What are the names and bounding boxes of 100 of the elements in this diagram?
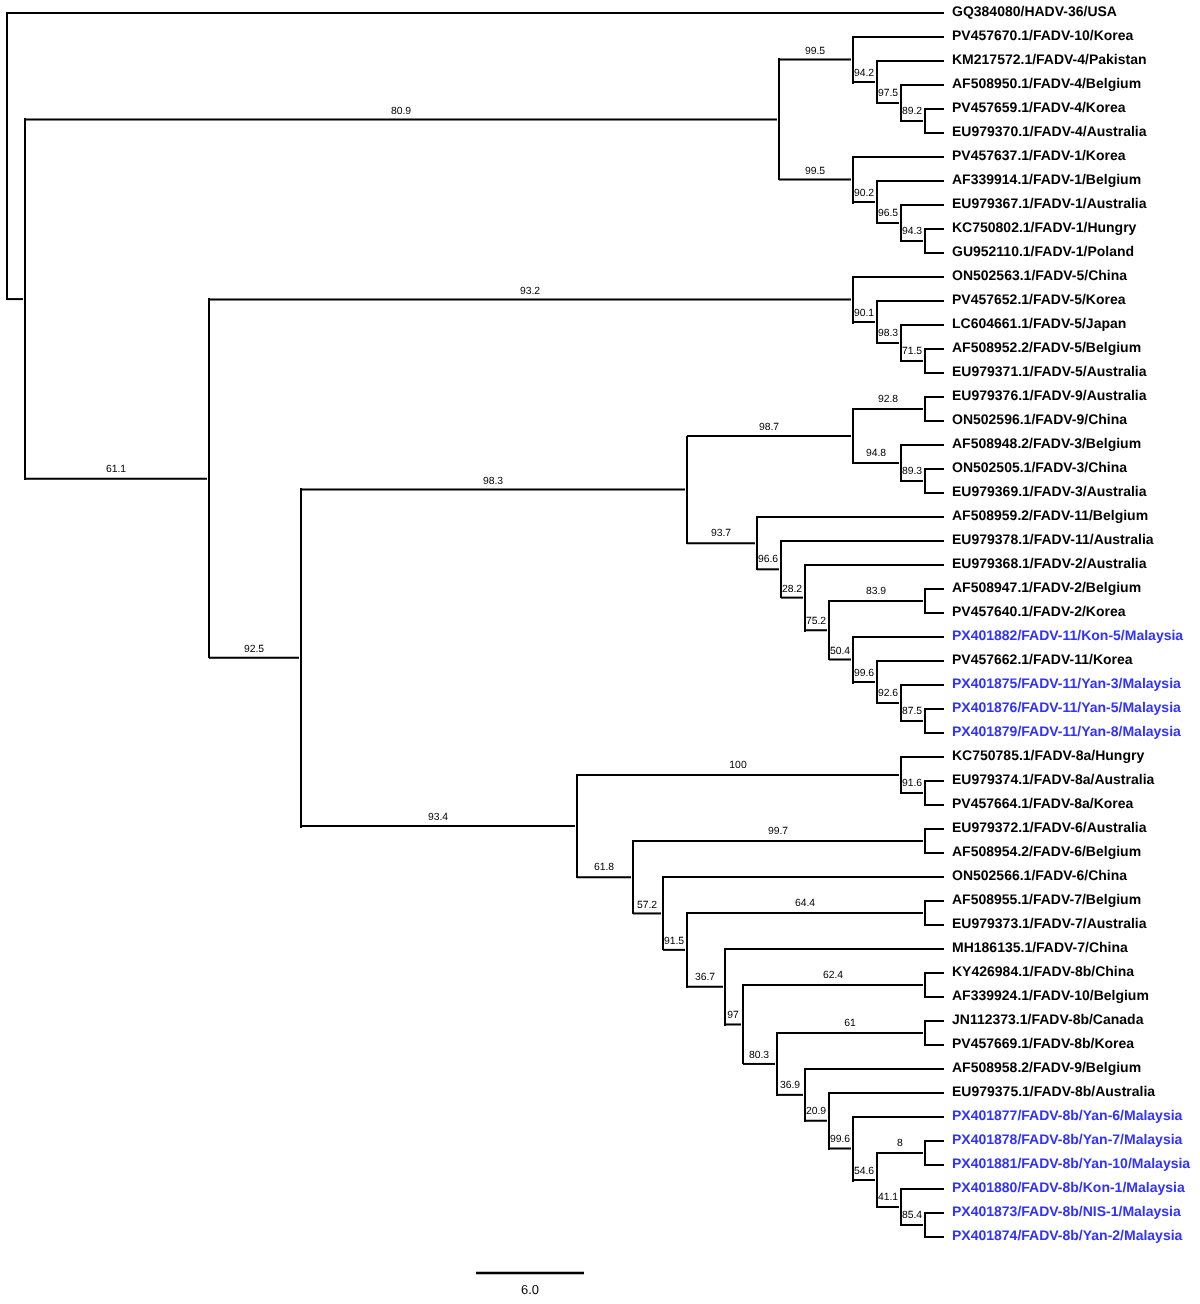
branch-line [924,132,945,134]
branch-line [924,588,945,590]
branch-line [876,300,945,302]
branch-line [780,540,945,542]
branch-line [852,1179,876,1181]
branch-line [924,708,945,710]
branch-line [924,852,945,854]
branch-line [852,201,876,203]
branch-line [852,408,924,410]
branch-line [900,720,924,722]
branch-line [804,629,828,632]
branch-line [686,912,924,914]
branch-line [300,488,686,491]
branch-line [924,1212,945,1214]
branch-line [686,435,852,437]
branch-line [924,420,945,422]
branch-line [804,1068,945,1070]
branch-line [852,462,900,464]
branch-line [852,156,945,158]
branch-line [576,774,900,776]
branch-line [6,12,945,14]
branch-line [900,240,924,242]
branch-line [778,58,852,61]
branch-line [662,876,945,878]
branch-line [576,876,632,879]
branch-line [924,372,945,374]
branch-line [828,1092,945,1094]
branch-line [876,222,900,224]
branch-line [924,1236,945,1238]
branch-line [900,1224,924,1226]
branch-line [900,360,924,362]
branch-line [876,1206,900,1208]
branch-line [924,396,945,398]
branch-line [686,985,724,988]
branch-line [876,660,945,662]
branch-line [924,804,945,806]
branch-line [632,912,662,915]
branch-line [924,1140,945,1142]
branch-line [924,1164,945,1166]
branch-line [804,1119,828,1122]
branch-line [780,596,804,599]
branch-line [924,612,945,614]
branch-line [876,180,945,182]
branch-line [876,342,900,344]
branch-line [778,178,852,181]
branch-line [876,1152,924,1154]
branch-line [208,656,300,659]
branch-line [924,900,945,902]
branch-line [924,732,945,734]
branch-line [804,564,945,566]
branch-line [900,684,945,686]
branch-line [686,542,756,545]
branch-line [900,792,924,794]
branch-line [924,492,945,494]
branch-line [828,658,852,661]
branch-line [776,1093,804,1096]
branch-line [6,298,24,301]
branch-line [852,276,945,278]
branch-line [742,984,924,986]
branch-line [924,348,945,350]
branch-line [900,756,945,758]
branch-line [742,1062,776,1065]
branch-line [924,468,945,470]
branch-line [900,204,945,206]
branch-line [852,1116,945,1118]
branch-line [852,636,945,638]
branch-line [900,1188,945,1190]
branch-line [900,120,924,122]
branch-line [924,972,945,974]
branch-line [724,948,945,950]
branch-line [24,477,208,480]
branch-line [876,102,900,104]
branch-line [924,252,945,254]
branch-line [900,324,945,326]
branch-line [900,480,924,482]
branch-line [852,81,876,83]
branch-line [924,828,945,830]
branch-line [876,60,945,62]
branch-line [24,118,778,121]
branch-line [900,444,945,446]
branch-line [776,1032,924,1034]
branch-line [208,298,852,301]
branch-line [632,840,924,842]
branch-line [724,1023,742,1026]
branch-line [828,1147,852,1150]
branch-line [924,108,945,110]
branch-line [900,84,945,86]
branch-line [924,228,945,230]
branch-line [852,36,945,38]
branch-line [876,702,900,704]
branch-line [828,600,924,602]
branch-line [924,1044,945,1046]
branch-line [924,1020,945,1022]
branch-line [662,948,686,951]
branch-line [924,996,945,998]
branch-line [756,516,945,518]
branch-line [756,568,780,571]
branch-line [924,780,945,782]
branch-line [924,924,945,926]
branch-line [852,321,876,323]
